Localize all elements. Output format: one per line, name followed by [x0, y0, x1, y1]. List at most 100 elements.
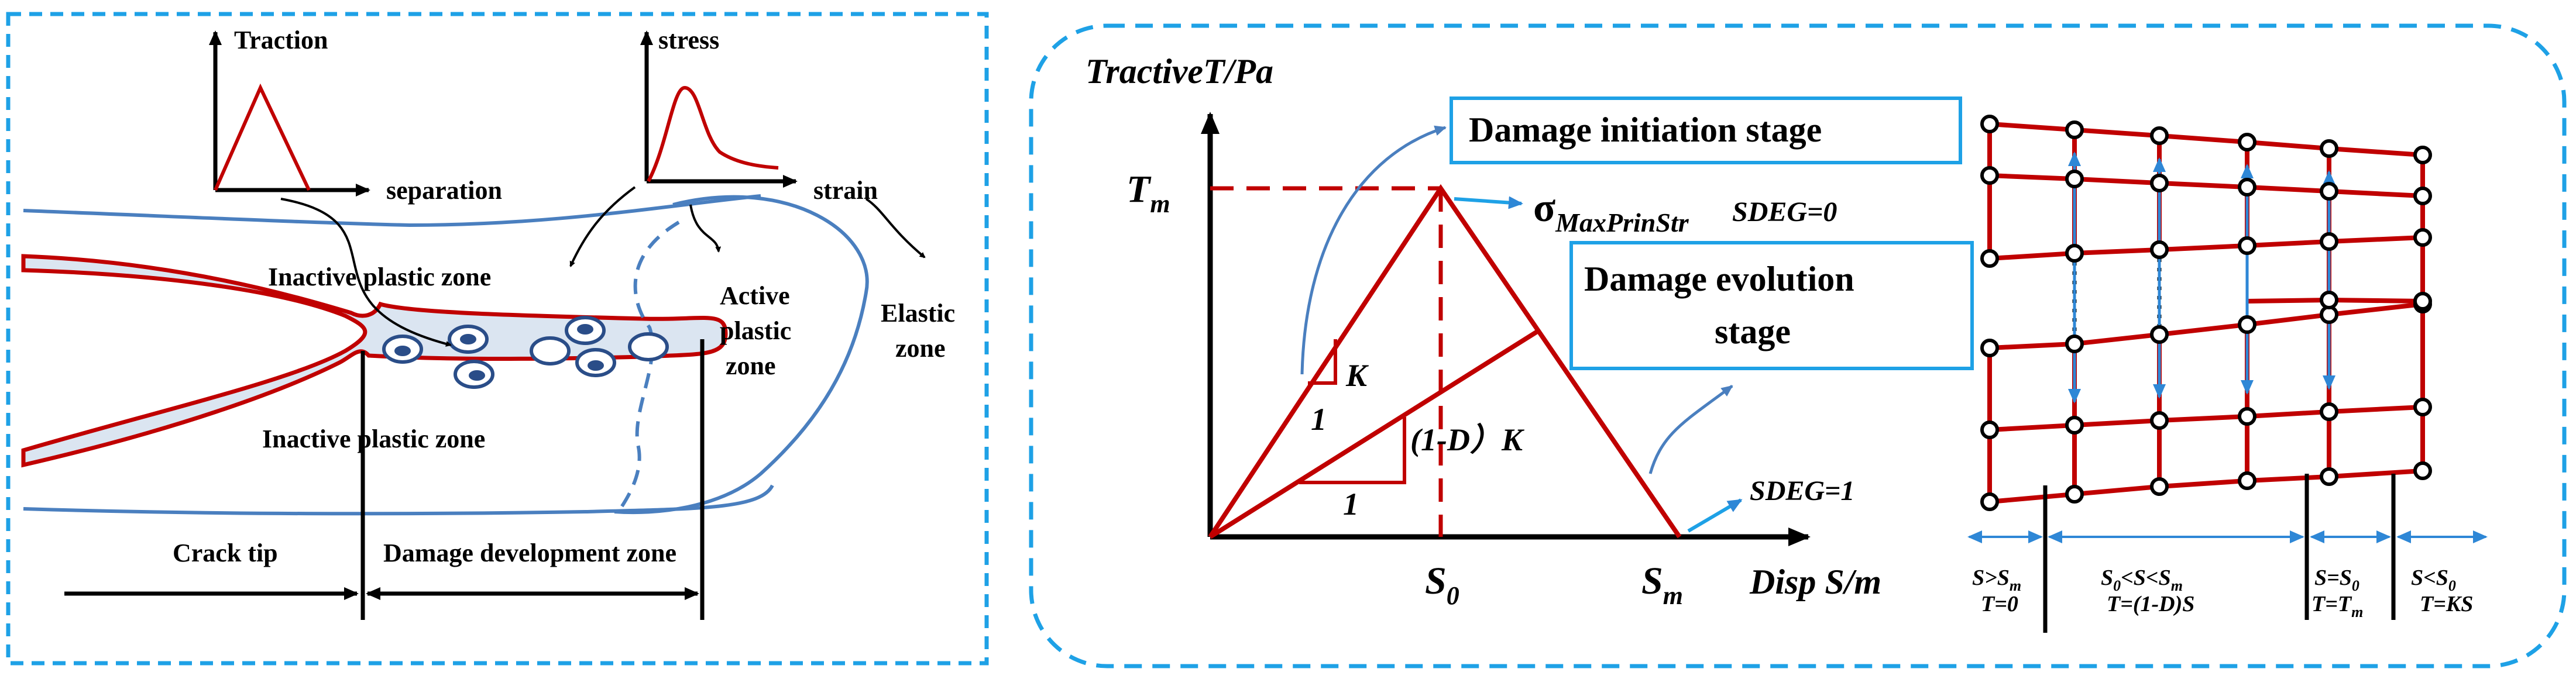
- mesh-node: [2413, 461, 2432, 480]
- elastic-zone-label-line1: Elastic: [881, 299, 955, 328]
- damage-initiation-label: Damage initiation stage: [1469, 111, 1822, 149]
- pointer-arrow: [280, 198, 452, 347]
- mesh-node: [1980, 492, 1999, 511]
- void-particle: [530, 336, 571, 366]
- void-particle: [628, 332, 669, 361]
- mesh-node: [2238, 236, 2256, 255]
- mesh-edge: [1989, 468, 2423, 504]
- sm-label: Sm: [1641, 560, 1683, 610]
- region-separated-top-main: S>S: [1972, 566, 2010, 590]
- mesh-node: [2065, 244, 2084, 263]
- sdeg1-label: SDEG=1: [1750, 475, 1854, 506]
- mesh-node: [2065, 120, 2084, 139]
- mesh-edge: [1989, 173, 2423, 198]
- mesh-node: [2065, 170, 2084, 188]
- left-panel-frame: [6, 12, 989, 666]
- mesh-node: [2413, 187, 2432, 205]
- sigma-subscript: MaxPrinStr: [1555, 208, 1689, 237]
- cohesive-mesh: [1980, 115, 2432, 511]
- region-initiation-top-sub: 0: [2352, 577, 2359, 594]
- separation-axis-label: separation: [386, 176, 502, 205]
- s0-label: S0: [1425, 560, 1459, 610]
- mesh-edge: [1989, 405, 2423, 432]
- degraded-k-label: (1-D）K: [1410, 422, 1525, 457]
- mesh-node: [2413, 292, 2432, 311]
- sdeg1-pointer-arrow: [1687, 498, 1743, 533]
- active-plastic-zone-label-line1: Active: [720, 281, 790, 310]
- mesh-node: [2150, 411, 2169, 430]
- region-initiation-bottom-sub: m: [2351, 604, 2363, 620]
- region-separated-label-top: S>Sm: [1972, 566, 2021, 594]
- damage-initiation-box: [1450, 96, 1962, 164]
- damage-development-zone-label: Damage development zone: [383, 539, 676, 567]
- y-axis-label: TractiveT/Pa: [1086, 52, 1273, 91]
- mesh-node: [2320, 182, 2338, 201]
- mesh-edge: [1989, 235, 2423, 261]
- k-label: K: [1345, 358, 1369, 393]
- evolution-pointer-arrow: [1648, 384, 1733, 474]
- region-initiation-label-bottom: T=Tm: [2311, 592, 2363, 620]
- slope-one-label: 1: [1311, 402, 1327, 437]
- degraded-stiffness-line: [1208, 328, 1541, 539]
- damage-evolution-label-line1: Damage evolution: [1584, 260, 1854, 298]
- slope-one-label: 1: [1343, 487, 1359, 522]
- right-panel-frame: [1029, 23, 2567, 668]
- mesh-node: [2238, 133, 2256, 151]
- s0-label-main: S: [1425, 560, 1447, 602]
- mesh-node: [1980, 339, 1999, 357]
- mesh-node: [2065, 416, 2084, 435]
- pointer-arrow: [865, 198, 926, 258]
- upper-boundary: [23, 194, 761, 227]
- mesh-node: [2320, 139, 2338, 158]
- mesh-node: [2150, 174, 2169, 192]
- mesh-node: [2413, 398, 2432, 416]
- lower-boundary: [23, 484, 774, 516]
- mesh-node: [2238, 178, 2256, 197]
- sdeg0-label: SDEG=0: [1732, 197, 1837, 227]
- active-zone-boundary: [619, 220, 680, 510]
- pointer-arrow: [689, 204, 722, 253]
- mesh-node: [2320, 467, 2338, 486]
- mesh-node: [2150, 240, 2169, 259]
- mesh-node: [1980, 249, 1999, 268]
- tm-label: Tm: [1126, 168, 1170, 218]
- traction-separation-curve: [1208, 184, 1682, 539]
- region-evolution-label-top: S0<S<Sm: [2101, 566, 2183, 594]
- region-elastic-top-sub: 0: [2448, 577, 2456, 594]
- region-evolution-top-s: S: [2101, 566, 2113, 590]
- mesh-node: [2238, 407, 2256, 426]
- mesh-node: [2150, 325, 2169, 344]
- mesh-node: [2320, 232, 2338, 251]
- mesh-node: [2413, 146, 2432, 164]
- sm-label-subscript: m: [1663, 581, 1683, 610]
- region-evolution-top-mid: <S<S: [2121, 566, 2171, 590]
- mesh-node: [2238, 471, 2256, 490]
- stress-inset-graph: [640, 30, 798, 188]
- region-separated-top-sub: m: [2010, 577, 2021, 594]
- mesh-node: [2150, 126, 2169, 145]
- void-cores: [394, 324, 604, 381]
- mesh-node: [2413, 228, 2432, 247]
- inactive-plastic-zone-bottom-label: Inactive plastic zone: [262, 425, 485, 453]
- mesh-node: [2065, 335, 2084, 353]
- sm-label-main: S: [1641, 560, 1663, 602]
- mesh-node: [1980, 115, 1999, 133]
- sigma-pointer-arrow: [1454, 196, 1523, 209]
- tm-label-main: T: [1126, 168, 1152, 211]
- region-initiation-top-main: S=S: [2314, 566, 2352, 590]
- mesh-node: [2320, 402, 2338, 421]
- inactive-plastic-zone-top-label: Inactive plastic zone: [268, 263, 491, 291]
- traction-axis-label: Traction: [234, 26, 328, 54]
- mesh-node: [2320, 291, 2338, 309]
- initiation-pointer-arrow: [1300, 125, 1447, 375]
- plastic-zone: [21, 254, 728, 468]
- region-initiation-bottom-main: T=T: [2311, 592, 2352, 616]
- sigma-symbol: σ: [1533, 185, 1555, 230]
- region-elastic-label-bottom: T=KS: [2420, 592, 2473, 616]
- x-axis-label: Disp S/m: [1749, 563, 1881, 601]
- elastic-zone-label-line2: zone: [895, 334, 946, 363]
- tm-label-subscript: m: [1150, 189, 1170, 218]
- mesh-node: [1980, 420, 1999, 439]
- sigma-criterion-label: σMaxPrinStr: [1533, 185, 1689, 237]
